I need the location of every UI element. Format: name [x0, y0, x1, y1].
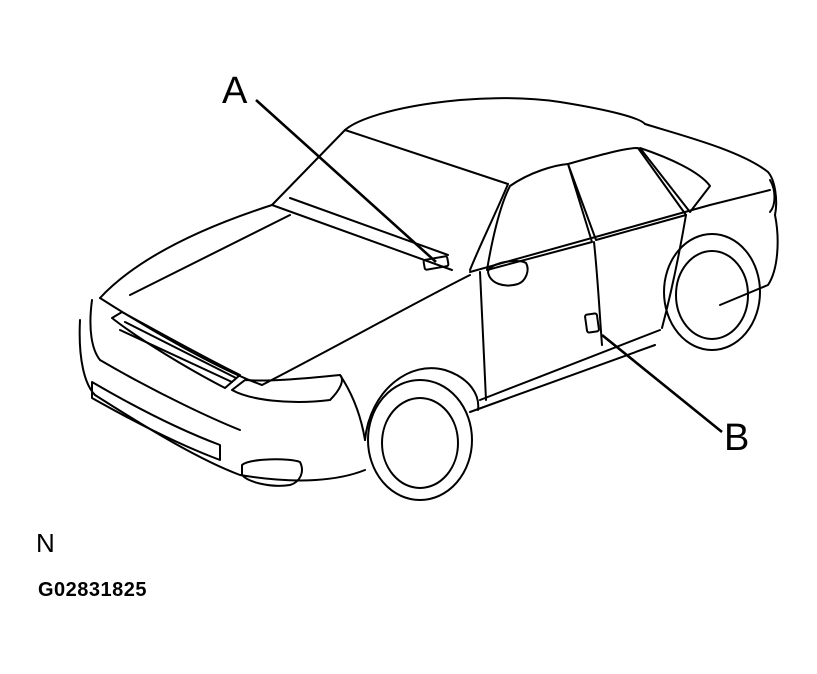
hood-left — [99, 204, 273, 299]
fog-light — [241, 458, 303, 487]
windshield-vin-plate — [422, 255, 450, 271]
front-wheel-outer — [367, 379, 473, 501]
view-letter: N — [36, 528, 55, 558]
windshield-right — [469, 183, 509, 271]
rear-wheel-inner — [675, 250, 749, 340]
door-split — [593, 241, 603, 346]
figure-id: G02831825 — [38, 579, 148, 601]
rear-light — [769, 179, 776, 213]
front-bumper — [78, 319, 366, 482]
hood-front — [99, 297, 263, 386]
windshield-top — [344, 129, 509, 185]
bumper-slot — [91, 381, 221, 461]
windshield-left — [271, 129, 346, 206]
roof-right-edge — [644, 123, 769, 173]
callout-label-b: B — [724, 417, 750, 459]
grille-slats — [119, 321, 237, 383]
rear-side-window — [567, 147, 687, 241]
front-fender — [339, 374, 366, 441]
front-door-edge — [479, 271, 487, 401]
front-wheel-arch — [364, 367, 480, 441]
bumper-upper — [89, 299, 241, 431]
roof — [344, 97, 646, 131]
rocker — [469, 344, 656, 413]
rear-door-edge — [661, 214, 687, 329]
car-outline — [78, 97, 779, 501]
front-wheel-inner — [381, 397, 459, 489]
hood-right — [261, 274, 471, 386]
rear-bumper — [719, 214, 779, 306]
door-pillar-label — [584, 312, 600, 334]
rear-wheel-outer — [663, 233, 761, 351]
trunk — [767, 171, 778, 216]
hood-crease — [129, 214, 291, 296]
leader-line-b — [601, 333, 723, 434]
callout-label-a: A — [222, 70, 248, 112]
windshield-inner — [289, 197, 449, 256]
belt-line — [469, 189, 771, 273]
windshield-bottom — [271, 204, 453, 271]
body-side-lower — [479, 329, 661, 401]
headlight — [231, 374, 343, 403]
front-side-window — [486, 163, 593, 271]
leader-line-a — [255, 99, 437, 263]
rear-quarter-window — [639, 147, 711, 213]
